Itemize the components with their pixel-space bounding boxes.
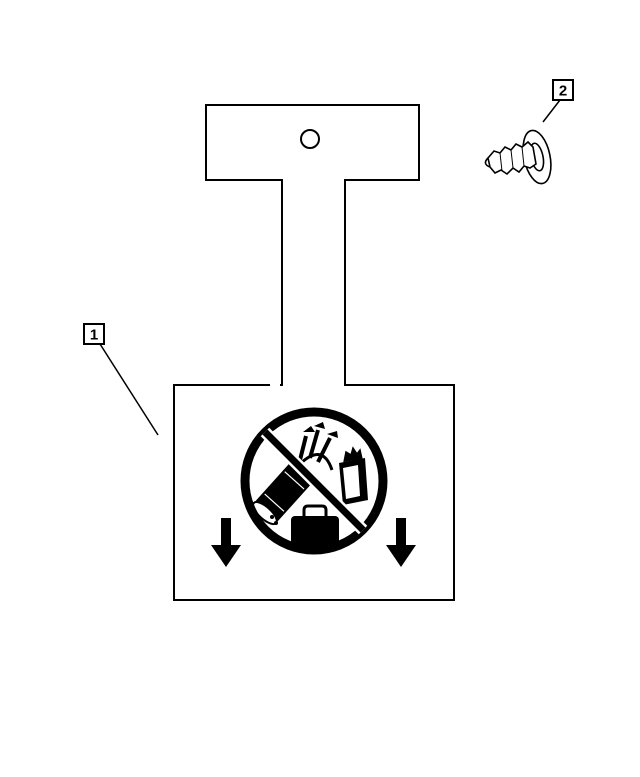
prohibition-ring [240, 407, 388, 555]
leader-line [99, 343, 159, 436]
callout-1: 1 [83, 323, 159, 436]
callout-box [83, 323, 105, 345]
down-arrow-icon [386, 518, 416, 567]
callout-label: 2 [559, 83, 567, 100]
briefcase-icon [291, 504, 339, 546]
callout-2: 2 [542, 79, 574, 123]
down-arrow-icon [211, 518, 241, 567]
prohibition-no-cargo-icon [240, 407, 388, 555]
grocery-bag-icon [339, 446, 368, 505]
hanger-hole [300, 129, 320, 149]
callout-box [552, 79, 574, 101]
leader-line [542, 99, 561, 123]
push-pin-retainer [484, 129, 552, 185]
callout-label: 1 [90, 327, 98, 344]
